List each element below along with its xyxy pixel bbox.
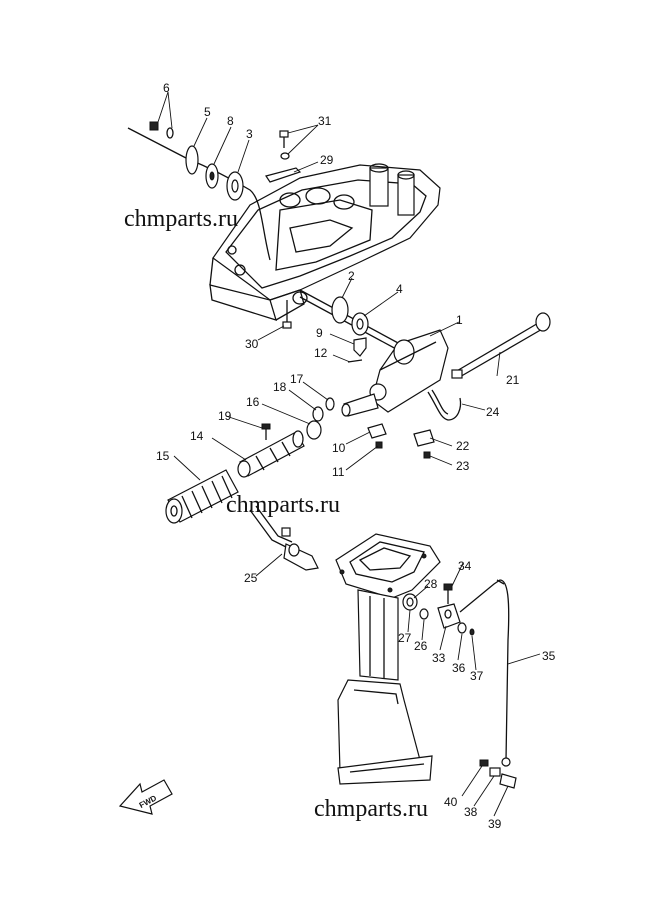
callout-3: 3 bbox=[246, 127, 253, 141]
shift-lever-part-25 bbox=[249, 505, 319, 571]
callout-34: 34 bbox=[458, 559, 472, 573]
part-36 bbox=[457, 622, 467, 634]
callout-33: 33 bbox=[432, 651, 446, 665]
bolt-part-34 bbox=[443, 583, 453, 591]
callout-4: 4 bbox=[396, 282, 403, 296]
callout-39: 39 bbox=[488, 817, 502, 831]
callout-10: 10 bbox=[332, 441, 346, 455]
screw-part-6 bbox=[149, 121, 159, 131]
screw-part-19 bbox=[261, 423, 271, 430]
callout-36: 36 bbox=[452, 661, 466, 675]
cable-assembly bbox=[127, 121, 302, 261]
callout-21: 21 bbox=[506, 373, 520, 387]
callout-8: 8 bbox=[227, 114, 234, 128]
part-26 bbox=[419, 608, 429, 620]
callout-38: 38 bbox=[464, 805, 478, 819]
callout-30: 30 bbox=[245, 337, 259, 351]
shift-rod-group bbox=[402, 579, 517, 789]
callout-28: 28 bbox=[424, 577, 438, 591]
part-39 bbox=[499, 773, 517, 789]
part-17 bbox=[325, 397, 335, 411]
callout-37: 37 bbox=[470, 669, 484, 683]
grommet-part-2 bbox=[331, 296, 349, 324]
callout-9: 9 bbox=[316, 326, 323, 340]
clamp-part-29 bbox=[265, 167, 302, 183]
part-9 bbox=[353, 337, 367, 357]
callout-24: 24 bbox=[486, 405, 500, 419]
callout-5: 5 bbox=[204, 105, 211, 119]
throttle-grip-group bbox=[165, 397, 335, 524]
callout-40: 40 bbox=[444, 795, 458, 809]
spring-part-18 bbox=[312, 406, 324, 422]
leader-lines bbox=[157, 91, 541, 817]
callout-2: 2 bbox=[348, 269, 355, 283]
callout-6: 6 bbox=[163, 81, 170, 95]
tiller-rod-part-21 bbox=[451, 312, 551, 379]
fwd-arrow-icon: FWD bbox=[118, 779, 173, 815]
bottom-cowling bbox=[209, 163, 441, 329]
bolt-part-31 bbox=[279, 130, 289, 138]
callout-17: 17 bbox=[290, 372, 304, 386]
watermarks: chmparts.ru chmparts.ru chmparts.ru bbox=[124, 206, 428, 822]
callout-27: 27 bbox=[398, 631, 412, 645]
callout-14: 14 bbox=[190, 429, 204, 443]
callout-11: 11 bbox=[332, 465, 345, 479]
callout-35: 35 bbox=[542, 649, 556, 663]
callout-16: 16 bbox=[246, 395, 260, 409]
callout-18: 18 bbox=[273, 380, 287, 394]
callout-1: 1 bbox=[456, 313, 463, 327]
callout-12: 12 bbox=[314, 346, 328, 360]
screw-part-40 bbox=[479, 759, 489, 767]
screw-part-23 bbox=[423, 451, 431, 459]
callout-22: 22 bbox=[456, 439, 470, 453]
part-37 bbox=[469, 628, 475, 636]
callout-numbers: 6 5 8 3 31 29 2 4 1 9 12 30 17 18 16 21 … bbox=[156, 81, 556, 831]
callout-19: 19 bbox=[218, 409, 232, 423]
plate-part-10 bbox=[367, 423, 387, 439]
upper-casing bbox=[335, 533, 441, 785]
bracket-part-33 bbox=[437, 603, 461, 629]
watermark-bottom: chmparts.ru bbox=[314, 796, 428, 822]
callout-31: 31 bbox=[318, 114, 332, 128]
callout-29: 29 bbox=[320, 153, 334, 167]
bushing-part-16 bbox=[306, 420, 322, 440]
watermark-top: chmparts.ru bbox=[124, 206, 238, 232]
watermark-middle: chmparts.ru bbox=[226, 492, 340, 518]
screw-part-11 bbox=[375, 441, 383, 449]
callout-25: 25 bbox=[244, 571, 258, 585]
callout-23: 23 bbox=[456, 459, 470, 473]
plate-part-22 bbox=[413, 429, 435, 447]
callout-26: 26 bbox=[414, 639, 428, 653]
callout-15: 15 bbox=[156, 449, 170, 463]
grommet-part-5 bbox=[185, 145, 199, 175]
steering-bracket bbox=[299, 289, 462, 459]
part-38 bbox=[489, 767, 501, 777]
